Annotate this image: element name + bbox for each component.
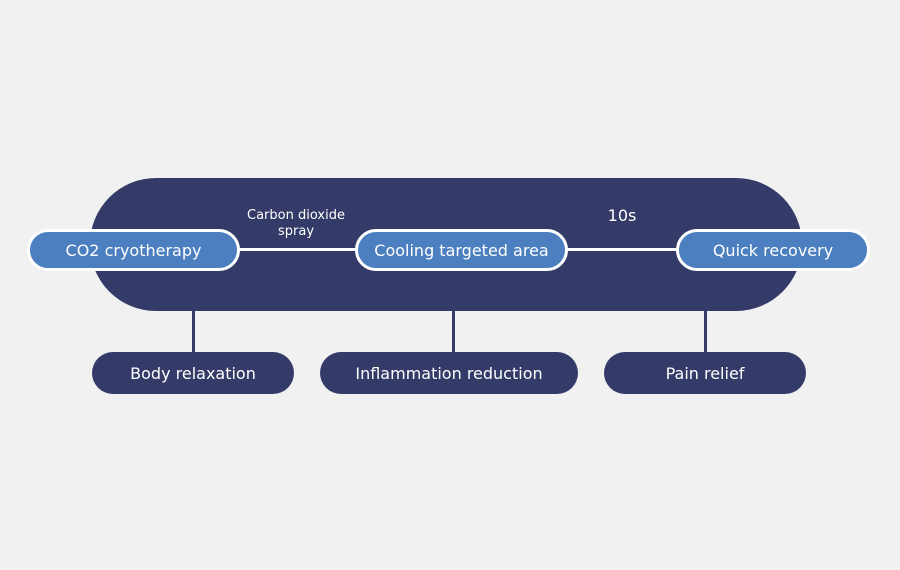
node-cooling-targeted-area[interactable]: Cooling targeted area	[355, 229, 568, 271]
connector-cryotherapy-to-cooling	[238, 248, 358, 251]
connector-cooling-to-recovery	[565, 248, 679, 251]
node-quick-recovery[interactable]: Quick recovery	[676, 229, 870, 271]
edge-label-line-1: Carbon dioxide	[247, 208, 345, 223]
benefit-inflammation-reduction[interactable]: Inflammation reduction	[320, 352, 578, 394]
benefit-label: Inflammation reduction	[355, 363, 543, 383]
node-label: Quick recovery	[712, 240, 834, 260]
benefit-label: Pain relief	[665, 363, 745, 383]
edge-label-duration: 10s	[607, 206, 637, 225]
benefit-label: Body relaxation	[130, 363, 256, 383]
node-label: Cooling targeted area	[374, 240, 549, 260]
connector-to-pain-relief	[704, 311, 707, 353]
benefit-body-relaxation[interactable]: Body relaxation	[92, 352, 294, 394]
edge-label-line-2: spray	[277, 224, 315, 239]
connector-to-body-relaxation	[192, 311, 195, 353]
edge-label-carbon-dioxide-spray: Carbon dioxide spray	[236, 208, 356, 240]
connector-to-inflammation-reduction	[452, 311, 455, 353]
node-co2-cryotherapy[interactable]: CO2 cryotherapy	[27, 229, 240, 271]
node-label: CO2 cryotherapy	[65, 240, 202, 260]
benefit-pain-relief[interactable]: Pain relief	[604, 352, 806, 394]
